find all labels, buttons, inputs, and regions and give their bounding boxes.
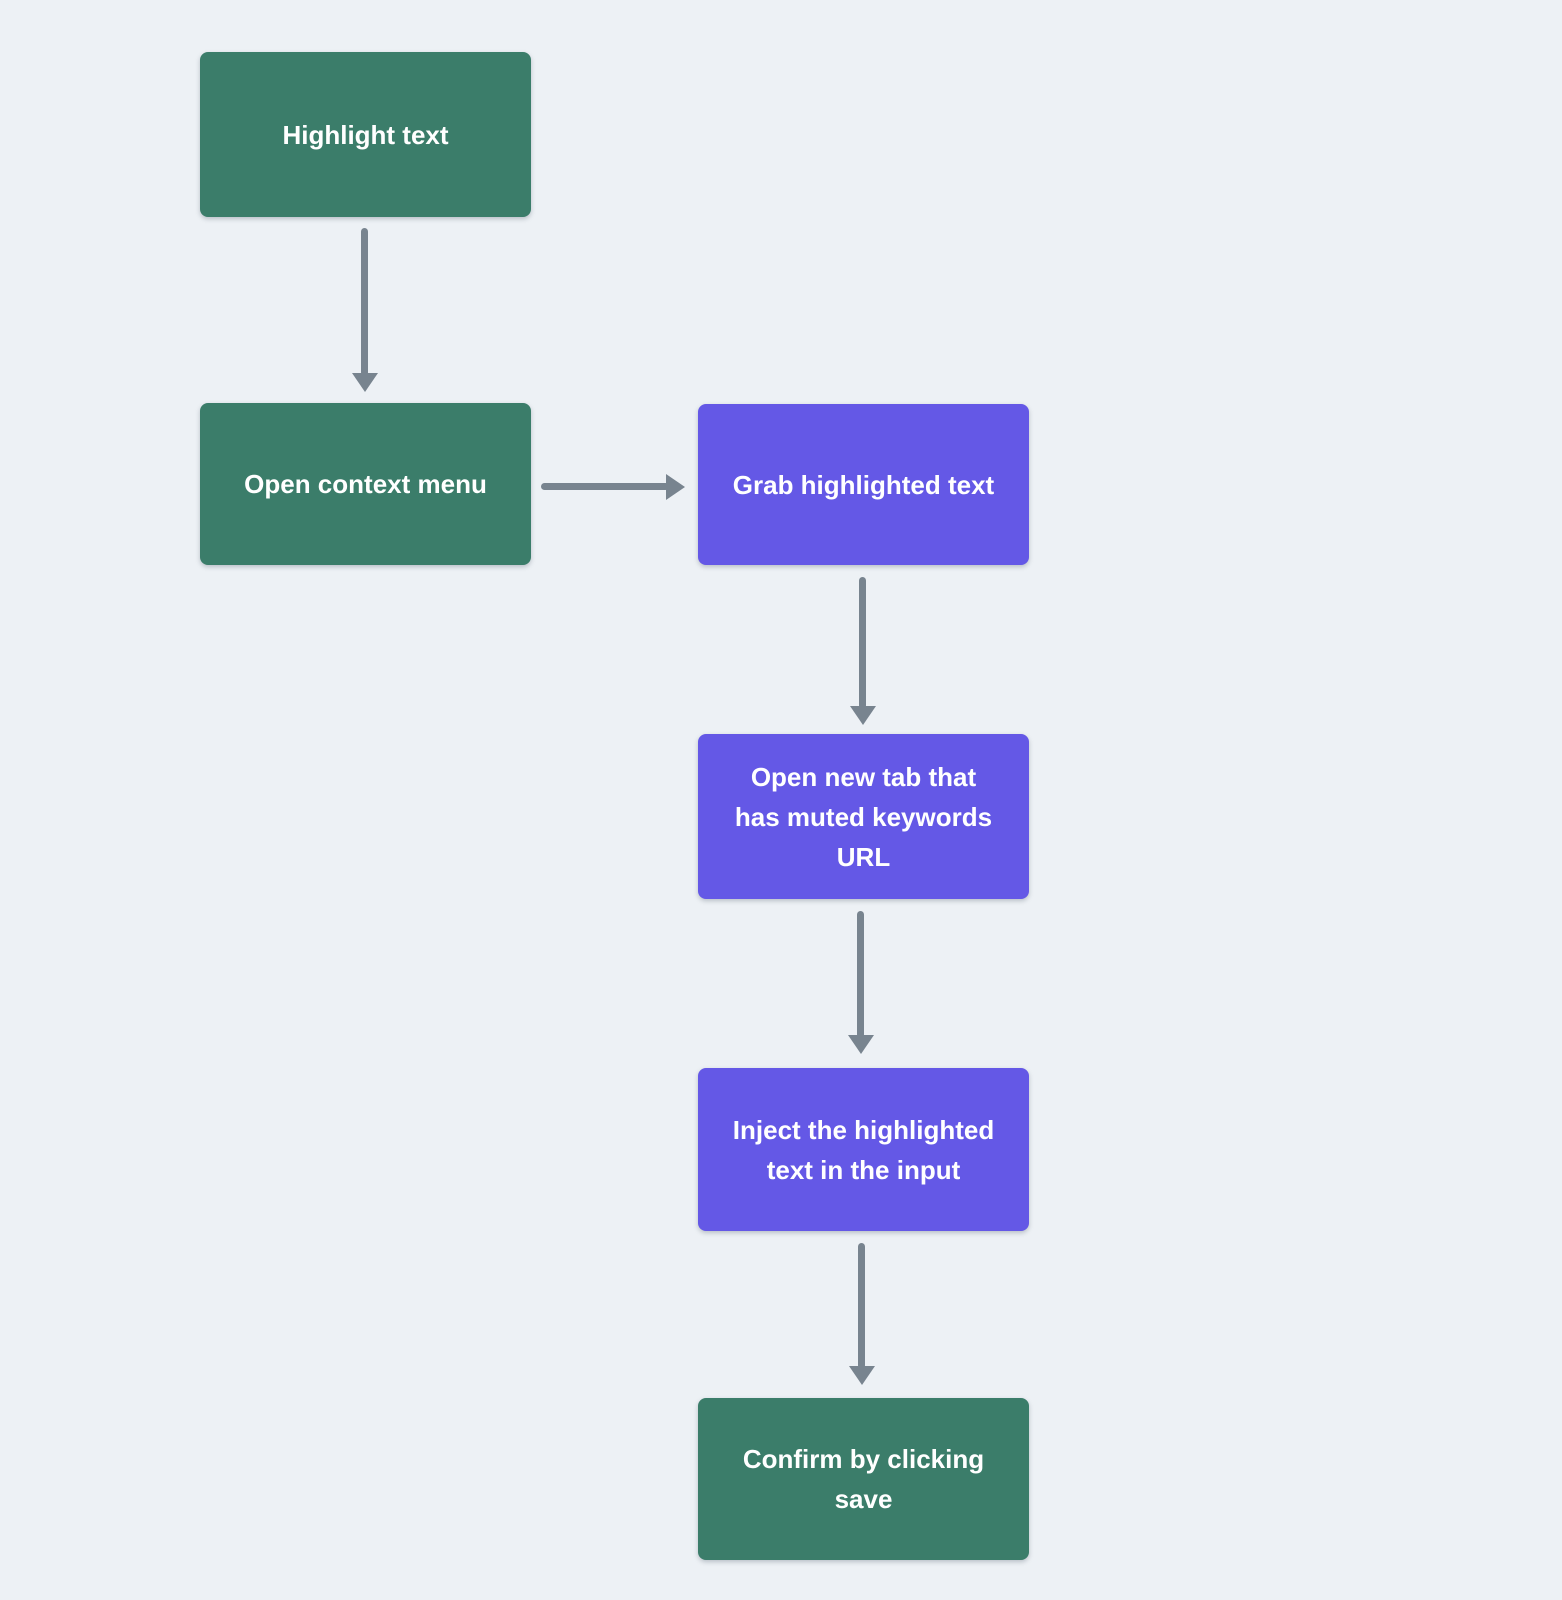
arrow-line [361, 228, 368, 376]
node-highlight-text-label: Highlight text [282, 119, 449, 150]
node-grab-highlighted-text: Grab highlighted text [698, 404, 1029, 565]
node-grab-highlighted-text-label: Grab highlighted text [732, 469, 995, 500]
arrow-inject-to-confirm-save [849, 1243, 875, 1385]
arrow-grab-to-open-new-tab [850, 577, 876, 725]
arrow-open-new-tab-to-inject [848, 911, 874, 1054]
node-open-new-tab-muted-keywords-label: Open new tab that has muted keywords URL [734, 761, 993, 872]
arrow-head-down-icon [848, 1035, 874, 1054]
node-inject-highlighted-text: Inject the highlighted text in the input [698, 1068, 1029, 1231]
arrow-context-menu-to-grab [541, 474, 685, 500]
node-open-new-tab-muted-keywords: Open new tab that has muted keywords URL [698, 734, 1029, 899]
node-confirm-save-label: Confirm by clicking save [742, 1444, 985, 1514]
arrow-head-right-icon [666, 474, 685, 500]
node-highlight-text: Highlight text [200, 52, 531, 217]
arrow-line [857, 911, 864, 1038]
arrow-highlight-to-context-menu [352, 228, 378, 392]
arrow-head-down-icon [352, 373, 378, 392]
arrow-head-down-icon [849, 1366, 875, 1385]
node-confirm-save: Confirm by clicking save [698, 1398, 1029, 1560]
arrow-line [541, 483, 669, 490]
node-open-context-menu-label: Open context menu [244, 469, 487, 499]
arrow-head-down-icon [850, 706, 876, 725]
arrow-line [859, 577, 866, 709]
node-inject-highlighted-text-label: Inject the highlighted text in the input [732, 1114, 995, 1185]
node-open-context-menu: Open context menu [200, 403, 531, 565]
arrow-line [858, 1243, 865, 1369]
